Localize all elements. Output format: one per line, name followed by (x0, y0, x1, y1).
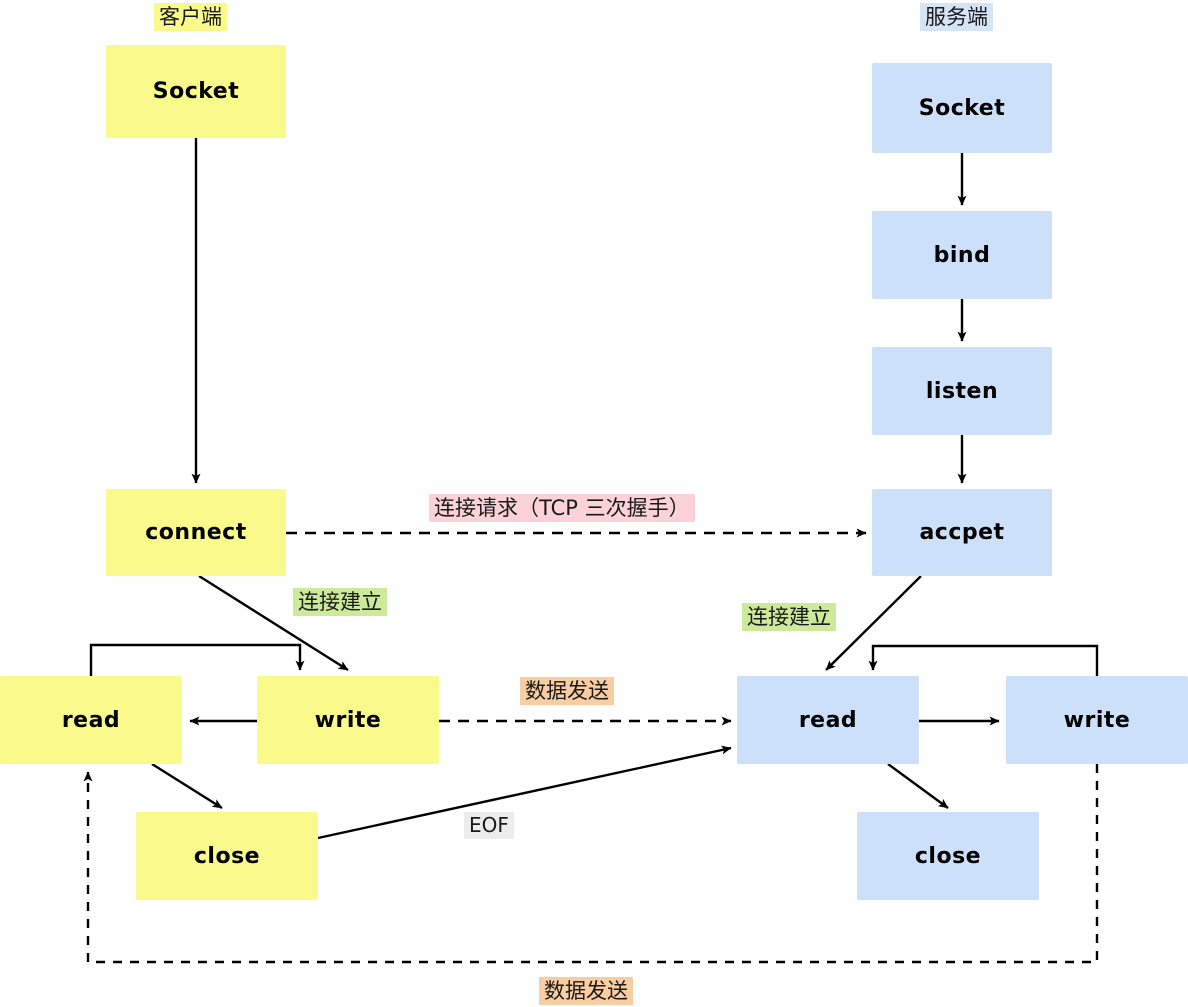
node-label: Socket (918, 95, 1006, 121)
node-label: connect (145, 520, 247, 545)
edge-server-accept-to-read (825, 575, 922, 671)
node-server-accept[interactable]: accpet (872, 489, 1052, 576)
node-label: bind (933, 242, 991, 268)
label-connection-established-client: 连接建立 (293, 588, 387, 617)
node-label: write (1063, 707, 1131, 733)
label-data-send-bottom: 数据发送 (539, 977, 633, 1006)
node-server-write[interactable]: write (1006, 676, 1188, 764)
label-tcp-handshake: 连接请求（TCP 三次握手） (429, 494, 695, 523)
node-server-listen[interactable]: listen (872, 347, 1052, 435)
edge-client-read-to-close (151, 762, 223, 810)
node-server-read[interactable]: read (737, 676, 919, 764)
node-label: write (314, 707, 382, 733)
node-server-socket[interactable]: Socket (872, 63, 1052, 153)
node-label: Socket (152, 79, 240, 104)
label-client-side: 客户端 (154, 3, 227, 32)
label-eof: EOF (464, 812, 514, 839)
node-client-read[interactable]: read (0, 676, 182, 764)
node-client-close[interactable]: close (136, 812, 318, 900)
node-label: close (914, 843, 982, 869)
node-label: close (193, 843, 261, 869)
node-client-connect[interactable]: connect (106, 489, 286, 576)
label-connection-established-server: 连接建立 (742, 603, 836, 632)
edge-server-read-to-close (887, 763, 949, 809)
node-label: read (61, 707, 121, 733)
label-server-side: 服务端 (920, 3, 993, 32)
node-server-close[interactable]: close (857, 812, 1039, 900)
edge-client-read-loop-write (89, 643, 305, 676)
node-label: read (798, 707, 858, 733)
edge-server-write-loop-read (868, 644, 1099, 676)
node-label: listen (925, 378, 999, 404)
node-client-write[interactable]: write (257, 676, 439, 764)
label-data-send-top: 数据发送 (520, 677, 614, 706)
node-server-bind[interactable]: bind (872, 211, 1052, 299)
node-label: accpet (919, 520, 1005, 545)
node-client-socket[interactable]: Socket (106, 45, 286, 138)
